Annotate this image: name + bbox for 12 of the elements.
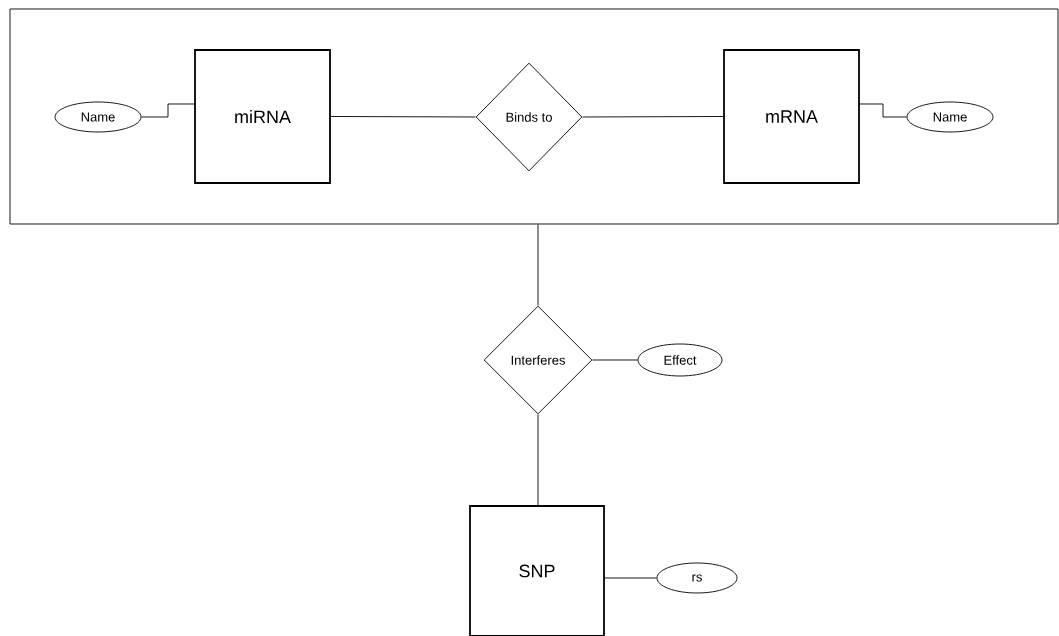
- connector-line: [592, 359, 638, 361]
- connector-line: [537, 414, 539, 506]
- connector-line: [582, 116, 724, 118]
- entity-box: miRNA: [194, 49, 331, 184]
- connector-line: [330, 116, 476, 118]
- group-frame: [9, 8, 1059, 225]
- entity-box: mRNA: [723, 49, 860, 184]
- connector-line: [859, 103, 907, 118]
- connector-line: [537, 224, 539, 306]
- connector-line: [604, 577, 657, 579]
- connector-line: [141, 103, 195, 118]
- entity-box: SNP: [469, 505, 605, 636]
